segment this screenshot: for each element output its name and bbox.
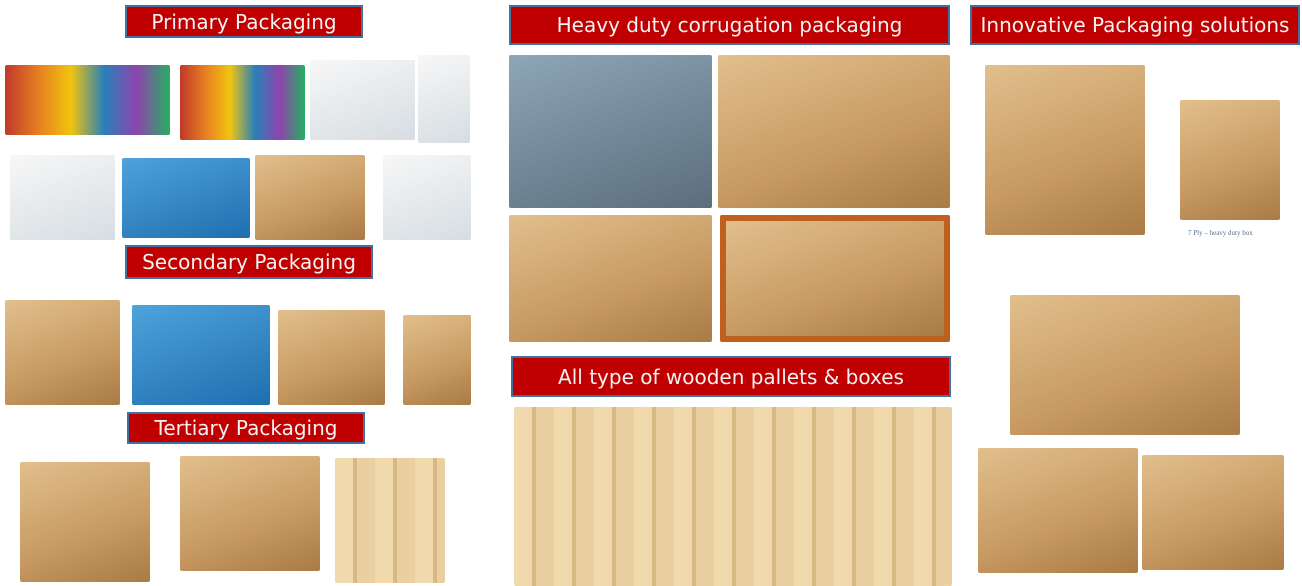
7-ply-caption: 7 Ply – heavy duty box <box>1188 229 1253 237</box>
heavy-duty-box-assembly-image <box>985 65 1145 235</box>
7-ply-box-image <box>1180 100 1280 220</box>
food-boxes-image <box>5 65 170 135</box>
tertiary-packaging-banner: Tertiary Packaging <box>127 412 365 444</box>
secondary-packaging-banner: Secondary Packaging <box>125 245 373 279</box>
plastic-clips-image <box>418 55 470 143</box>
open-pallet-box-image <box>978 448 1138 573</box>
carry-box-image <box>403 315 471 405</box>
partition-pallet-image <box>1010 295 1240 435</box>
wooden-crate-image <box>335 458 445 583</box>
octabin-image <box>180 456 320 571</box>
heavy-duty-box-image-2 <box>718 55 950 208</box>
wooden-pallets-banner: All type of wooden pallets & boxes <box>511 356 951 397</box>
tape-rolls-image <box>310 60 415 140</box>
foam-inserts-image <box>122 158 250 238</box>
innovative-banner: Innovative Packaging solutions <box>970 5 1300 45</box>
primary-packaging-banner: Primary Packaging <box>125 5 363 38</box>
heavy-duty-box-image-3 <box>509 215 712 342</box>
folding-box-image <box>278 310 385 405</box>
heavy-duty-banner: Heavy duty corrugation packaging <box>509 5 950 45</box>
film-rolls-image <box>383 155 471 240</box>
label-rolls-image <box>10 155 115 240</box>
heavy-duty-box-image-4 <box>720 215 950 342</box>
heavy-duty-box-image-1 <box>509 55 712 208</box>
closed-pallet-box-image <box>1142 455 1284 570</box>
cardboard-boxes-image <box>5 300 120 405</box>
pallet-box-image <box>20 462 150 582</box>
snack-packets-image <box>180 65 305 140</box>
wooden-pallets-collage <box>514 407 952 586</box>
paper-partitions-image <box>255 155 365 240</box>
blue-corrugated-boxes-image <box>132 305 270 405</box>
